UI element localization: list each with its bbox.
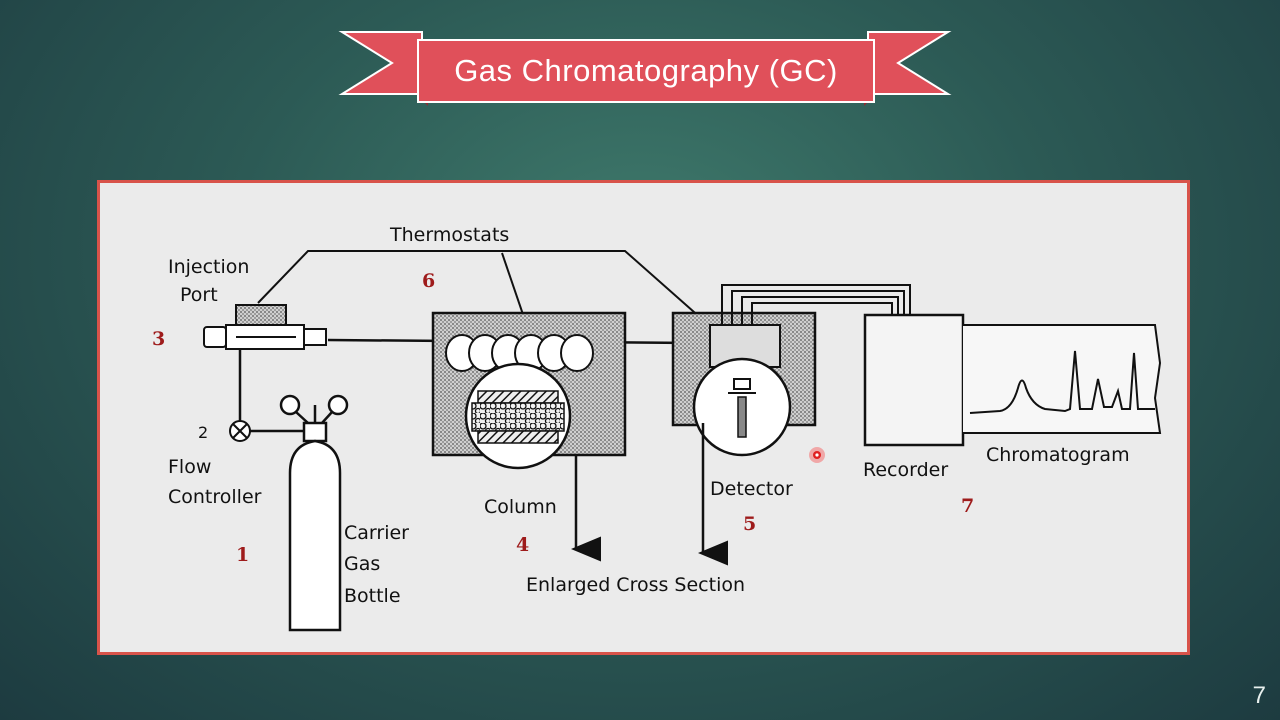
label-column: Column — [484, 496, 557, 518]
label-detector: Detector — [710, 478, 793, 500]
label-carrier-1: Carrier — [344, 522, 409, 544]
ribbon-right-tail — [867, 31, 952, 95]
number-5-detector: 5 — [743, 513, 756, 535]
recorder — [863, 313, 965, 447]
column-oven — [431, 311, 627, 470]
detector-oven — [671, 311, 817, 457]
label-thermostats: Thermostats — [389, 224, 509, 246]
label-carrier-2: Gas — [344, 553, 380, 575]
ribbon-body — [417, 39, 875, 103]
chromatogram-strip — [963, 324, 1162, 434]
label-flow-controller-1: Flow — [168, 456, 211, 478]
cross-section-arrows — [571, 423, 728, 566]
title-ribbon — [338, 31, 952, 106]
number-2-flow-controller: 2 — [198, 423, 208, 442]
flow-controller-valve — [229, 420, 251, 442]
number-7-recorder: 7 — [961, 495, 974, 517]
label-recorder: Recorder — [863, 459, 948, 481]
laser-pointer-dot — [809, 447, 825, 463]
column-coil — [445, 334, 594, 372]
number-4-column: 4 — [516, 534, 529, 556]
number-1-carrier-gas: 1 — [236, 544, 249, 566]
gc-diagram-panel: Thermostats Injection Port Flow Controll… — [97, 180, 1190, 655]
injection-port — [203, 304, 327, 350]
detector-signal-wires — [721, 284, 911, 325]
label-chromatogram: Chromatogram — [986, 444, 1130, 466]
slide-title: Gas Chromatography (GC) — [454, 53, 838, 88]
label-injection-port-1: Injection — [168, 256, 249, 278]
carrier-gas-bottle — [279, 394, 349, 632]
label-enlarged-cross-section: Enlarged Cross Section — [526, 574, 745, 596]
number-3-injection-port: 3 — [152, 328, 165, 350]
label-carrier-3: Bottle — [344, 585, 401, 607]
label-injection-port-2: Port — [180, 284, 218, 306]
gc-schematic: Thermostats Injection Port Flow Controll… — [152, 224, 1162, 632]
ribbon-left-tail — [338, 31, 423, 95]
number-6-thermostats: 6 — [422, 270, 435, 292]
label-flow-controller-2: Controller — [168, 486, 262, 508]
chromatogram-trace — [969, 350, 1155, 414]
slide-number: 7 — [1252, 682, 1266, 709]
